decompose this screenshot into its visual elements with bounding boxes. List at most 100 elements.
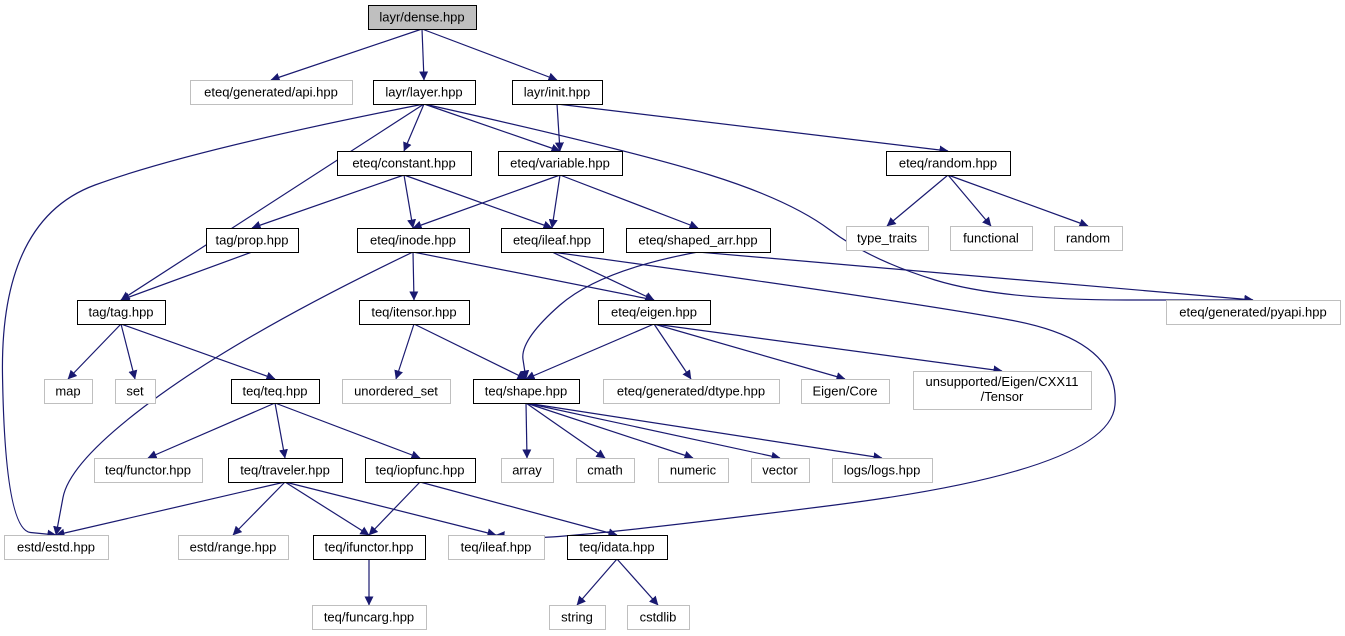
node-label: string [561, 610, 593, 625]
node-label: estd/estd.hpp [17, 540, 95, 555]
node-label: Eigen/Core [812, 384, 877, 399]
node-label: functional [963, 231, 1019, 246]
node-logs: logs/logs.hpp [832, 458, 933, 483]
node-box [368, 5, 477, 30]
node-eigen[interactable]: eteq/eigen.hpp [598, 300, 711, 325]
edge-inode-to-itensor [409, 251, 419, 301]
node-label: unordered_set [354, 384, 438, 399]
node-box [373, 80, 476, 105]
edges [1, 28, 1254, 606]
node-idata[interactable]: teq/idata.hpp [567, 535, 668, 560]
edge-itensor-to-unordered_set [394, 323, 415, 380]
node-label: random [1066, 231, 1110, 246]
node-box [231, 379, 320, 404]
node-box [801, 379, 890, 404]
node-label: tag/tag.hpp [88, 305, 153, 320]
node-box [627, 605, 690, 630]
node-box [913, 371, 1092, 410]
node-inode[interactable]: eteq/inode.hpp [357, 228, 470, 253]
node-eileaf[interactable]: eteq/ileaf.hpp [501, 228, 604, 253]
edge-shaped-to-shape [520, 251, 699, 380]
node-array: array [501, 458, 554, 483]
node-label: teq/idata.hpp [579, 540, 654, 555]
node-funcarg: teq/funcarg.hpp [312, 605, 427, 630]
node-teq[interactable]: teq/teq.hpp [231, 379, 320, 404]
edge-shaped-to-pyapi [697, 251, 1254, 304]
edge-tag-to-map [67, 323, 122, 380]
node-random[interactable]: eteq/random.hpp [886, 151, 1011, 176]
edge-iopfunc-to-ifunctor [368, 481, 421, 536]
node-map: map [44, 379, 93, 404]
node-label: eteq/random.hpp [899, 156, 997, 171]
node-label: teq/funcarg.hpp [324, 610, 414, 625]
node-traveler[interactable]: teq/traveler.hpp [228, 458, 343, 483]
node-label: eteq/eigen.hpp [611, 305, 697, 320]
edge-teq-to-functor [147, 402, 276, 459]
node-box [44, 379, 93, 404]
node-box [365, 458, 476, 483]
node-unordered-set: unordered_set [342, 379, 451, 404]
node-box [658, 458, 729, 483]
node-label: layr/layer.hpp [385, 85, 462, 100]
node-box [77, 300, 166, 325]
node-label: teq/shape.hpp [485, 384, 567, 399]
node-label: eteq/variable.hpp [510, 156, 610, 171]
node-label: cmath [587, 463, 622, 478]
node-layer[interactable]: layr/layer.hpp [373, 80, 476, 105]
edge-variable-to-eileaf [548, 174, 561, 229]
node-box [357, 228, 470, 253]
node-shaped[interactable]: eteq/shaped_arr.hpp [626, 228, 771, 253]
node-label: eteq/ileaf.hpp [513, 233, 591, 248]
node-init[interactable]: layr/init.hpp [512, 80, 603, 105]
edge-eigen-to-tensor [653, 323, 1003, 375]
node-set: set [115, 379, 156, 404]
edge-idata-to-cstdlib [616, 558, 659, 606]
edge-inode-to-estd [53, 251, 414, 536]
edge-random-to-randomlib [947, 174, 1089, 228]
node-label: map [55, 384, 80, 399]
node-label: teq/ileaf.hpp [461, 540, 532, 555]
node-label: teq/traveler.hpp [240, 463, 330, 478]
node-tag[interactable]: tag/tag.hpp [77, 300, 166, 325]
node-itensor[interactable]: teq/itensor.hpp [359, 300, 470, 325]
node-dense[interactable]: layr/dense.hpp [368, 5, 477, 30]
node-functor: teq/functor.hpp [94, 458, 203, 483]
node-label: tag/prop.hpp [215, 233, 288, 248]
node-label: teq/functor.hpp [105, 463, 191, 478]
node-box [228, 458, 343, 483]
node-prop[interactable]: tag/prop.hpp [206, 228, 299, 253]
edge-constant-to-inode [403, 174, 417, 229]
node-ifunctor[interactable]: teq/ifunctor.hpp [313, 535, 426, 560]
edge-variable-to-shaped [559, 174, 699, 230]
node-label: teq/itensor.hpp [371, 305, 456, 320]
edge-teq-to-iopfunc [274, 402, 421, 460]
node-label: array [512, 463, 542, 478]
node-variable[interactable]: eteq/variable.hpp [498, 151, 623, 176]
node-label: logs/logs.hpp [844, 463, 921, 478]
edge-shape-to-cmath [525, 402, 606, 459]
node-estd: estd/estd.hpp [4, 535, 109, 560]
edge-layer-to-estd [1, 103, 425, 539]
edge-layer-to-constant [403, 103, 425, 152]
edge-traveler-to-range [232, 481, 286, 536]
node-box [206, 228, 299, 253]
edge-traveler-to-estd [55, 481, 286, 538]
edge-constant-to-eileaf [403, 174, 553, 230]
edge-variable-to-inode [412, 174, 561, 230]
node-iopfunc[interactable]: teq/iopfunc.hpp [365, 458, 476, 483]
edge-layer-to-pyapi [423, 103, 1254, 305]
node-box [312, 605, 427, 630]
node-label: unsupported/Eigen/CXX11 [926, 374, 1079, 389]
node-shape[interactable]: teq/shape.hpp [473, 379, 580, 404]
node-box [448, 535, 545, 560]
node-constant[interactable]: eteq/constant.hpp [337, 151, 472, 176]
node-box [603, 379, 780, 404]
node-label: teq/iopfunc.hpp [376, 463, 465, 478]
node-label: layr/init.hpp [524, 85, 590, 100]
node-box [313, 535, 426, 560]
node-label: teq/ifunctor.hpp [325, 540, 414, 555]
edge-dense-to-api [270, 28, 423, 82]
node-label: numeric [670, 463, 717, 478]
edge-dense-to-layer [419, 28, 429, 81]
